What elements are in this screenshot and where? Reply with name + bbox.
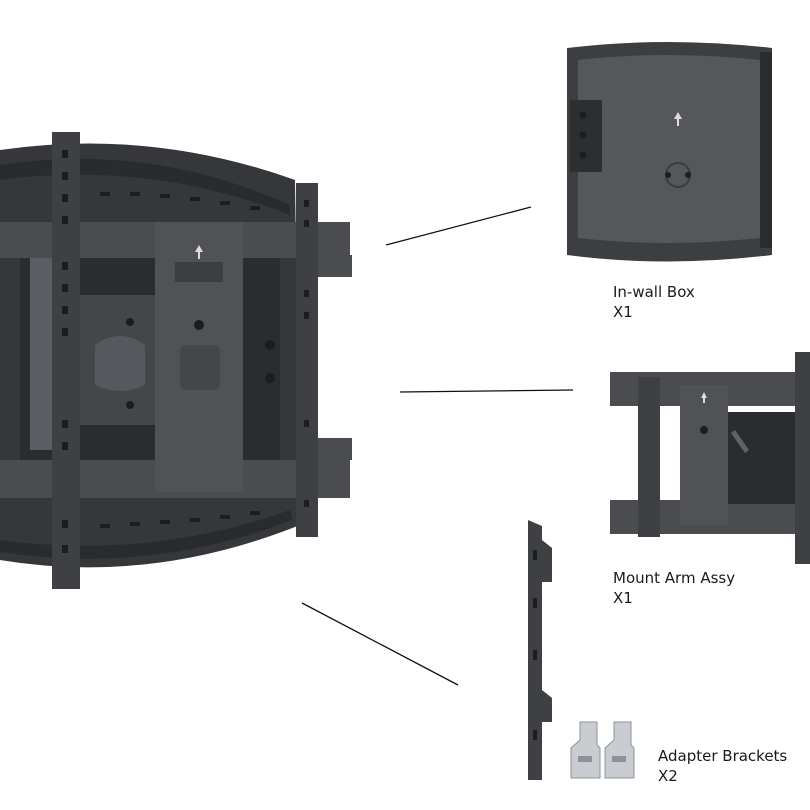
label-adapter-brackets-name: Adapter Brackets bbox=[658, 747, 788, 765]
adapter-bracket-1 bbox=[570, 721, 601, 779]
box-flange-holes bbox=[579, 111, 587, 159]
adapter-bracket-2 bbox=[604, 721, 635, 779]
arm-plate-hole bbox=[700, 426, 708, 434]
central-plate-top bbox=[175, 262, 223, 282]
label-adapter-brackets-qty: X2 bbox=[658, 767, 678, 785]
arm-inner bbox=[728, 412, 800, 504]
adapter-brackets-image bbox=[570, 721, 635, 779]
central-plate-hole bbox=[194, 320, 204, 330]
central-plate-slot bbox=[180, 345, 220, 390]
leader-line-in-wall-box bbox=[385, 206, 532, 246]
rail-holes bbox=[126, 318, 275, 409]
label-mount-arm-assy: Mount Arm Assy X1 bbox=[613, 568, 735, 608]
box-right-side bbox=[760, 52, 772, 248]
vertical-bracket-hook-bottom bbox=[542, 690, 552, 722]
adapter-bracket-2-slot bbox=[612, 756, 626, 762]
label-in-wall-box-qty: X1 bbox=[613, 303, 633, 321]
hinge-column bbox=[30, 250, 52, 450]
mount-arm-image bbox=[610, 352, 810, 564]
in-wall-box-image bbox=[567, 42, 772, 262]
label-mount-arm-assy-qty: X1 bbox=[613, 589, 633, 607]
left-vertical-bracket bbox=[52, 132, 80, 589]
up-arrow-icon bbox=[195, 245, 203, 259]
right-bracket-holes bbox=[304, 200, 309, 507]
label-in-wall-box: In-wall Box X1 bbox=[613, 282, 695, 322]
adapter-bracket-1-slot bbox=[578, 756, 592, 762]
arm-right-bracket bbox=[795, 352, 810, 564]
leader-line-adapter-brackets bbox=[301, 602, 459, 686]
box-up-arrow-icon bbox=[674, 112, 682, 126]
right-vertical-bracket bbox=[296, 183, 318, 537]
arm-left-bracket bbox=[638, 377, 660, 537]
leader-lines bbox=[301, 206, 574, 686]
box-slot-rows bbox=[100, 192, 260, 528]
vertical-bracket-hook-top bbox=[542, 540, 552, 582]
arm-plate bbox=[680, 385, 728, 525]
arm-up-arrow-icon bbox=[701, 392, 707, 403]
leader-line-mount-arm bbox=[399, 389, 574, 393]
box-center-hole bbox=[665, 172, 671, 178]
arm-lever bbox=[731, 430, 749, 453]
box-inner bbox=[578, 55, 760, 243]
label-in-wall-box-name: In-wall Box bbox=[613, 283, 695, 301]
arm-elbow bbox=[95, 336, 145, 391]
assembled-mount bbox=[0, 132, 352, 589]
left-bracket-holes bbox=[62, 150, 68, 553]
box-center-hole-2 bbox=[685, 172, 691, 178]
vertical-bracket-holes bbox=[533, 550, 537, 740]
label-mount-arm-assy-name: Mount Arm Assy bbox=[613, 569, 736, 587]
vertical-bracket-image bbox=[528, 520, 552, 780]
label-adapter-brackets: Adapter Brackets X2 bbox=[658, 746, 787, 786]
